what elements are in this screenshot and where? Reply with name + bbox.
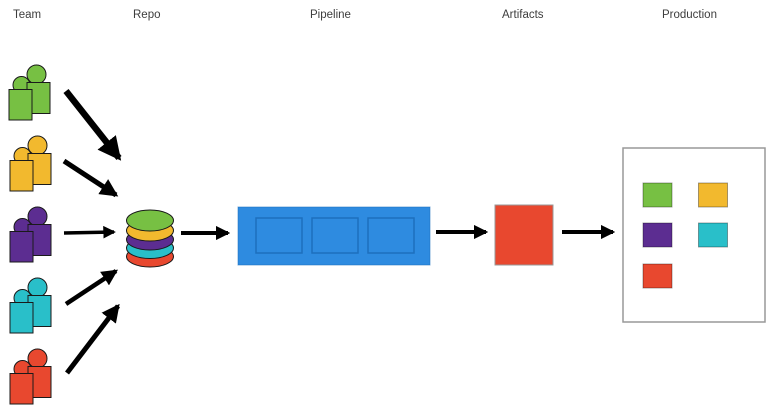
- team-member-purple-icon: [9, 206, 52, 263]
- production-box: [622, 147, 766, 323]
- team-member-yellow-icon: [9, 135, 52, 192]
- production-item-red: [642, 263, 673, 289]
- person-body-front: [9, 302, 34, 334]
- artifacts-box: [494, 204, 554, 266]
- person-head-back: [27, 135, 48, 156]
- team-member-red-icon: [9, 348, 52, 405]
- team-member-green-icon: [8, 64, 51, 121]
- pipeline-box: [237, 206, 431, 266]
- column-label-team: Team: [13, 9, 42, 21]
- pipeline-stage-box-3: [367, 217, 415, 254]
- repo-database-icon: [126, 209, 174, 268]
- repo-disc-green: [126, 209, 174, 232]
- column-label-production: Production: [662, 9, 717, 21]
- production-item-cyan: [698, 222, 728, 248]
- team-member-cyan-icon: [9, 277, 52, 334]
- arrow-team-yellow-to-repo: [62, 158, 119, 198]
- column-label-artifacts: Artifacts: [502, 9, 544, 21]
- column-label-pipeline: Pipeline: [310, 9, 351, 21]
- arrow-team-green-to-repo: [63, 88, 122, 161]
- production-item-green: [642, 182, 673, 208]
- production-item-yellow: [698, 182, 728, 208]
- pipeline-stage-box-2: [311, 217, 359, 254]
- person-head-back: [27, 348, 48, 369]
- arrow-team-red-to-repo: [65, 303, 120, 375]
- person-head-back: [27, 277, 48, 298]
- person-head-back: [27, 206, 48, 227]
- person-body-front: [9, 373, 34, 405]
- production-item-purple: [642, 222, 673, 248]
- person-head-back: [26, 64, 47, 85]
- person-body-front: [9, 160, 34, 192]
- arrow-team-purple-to-repo: [63, 225, 116, 239]
- column-label-repo: Repo: [133, 9, 161, 21]
- pipeline-stage-box-1: [255, 217, 303, 254]
- arrow-team-cyan-to-repo: [64, 269, 119, 306]
- person-body-front: [8, 89, 33, 121]
- person-body-front: [9, 231, 34, 263]
